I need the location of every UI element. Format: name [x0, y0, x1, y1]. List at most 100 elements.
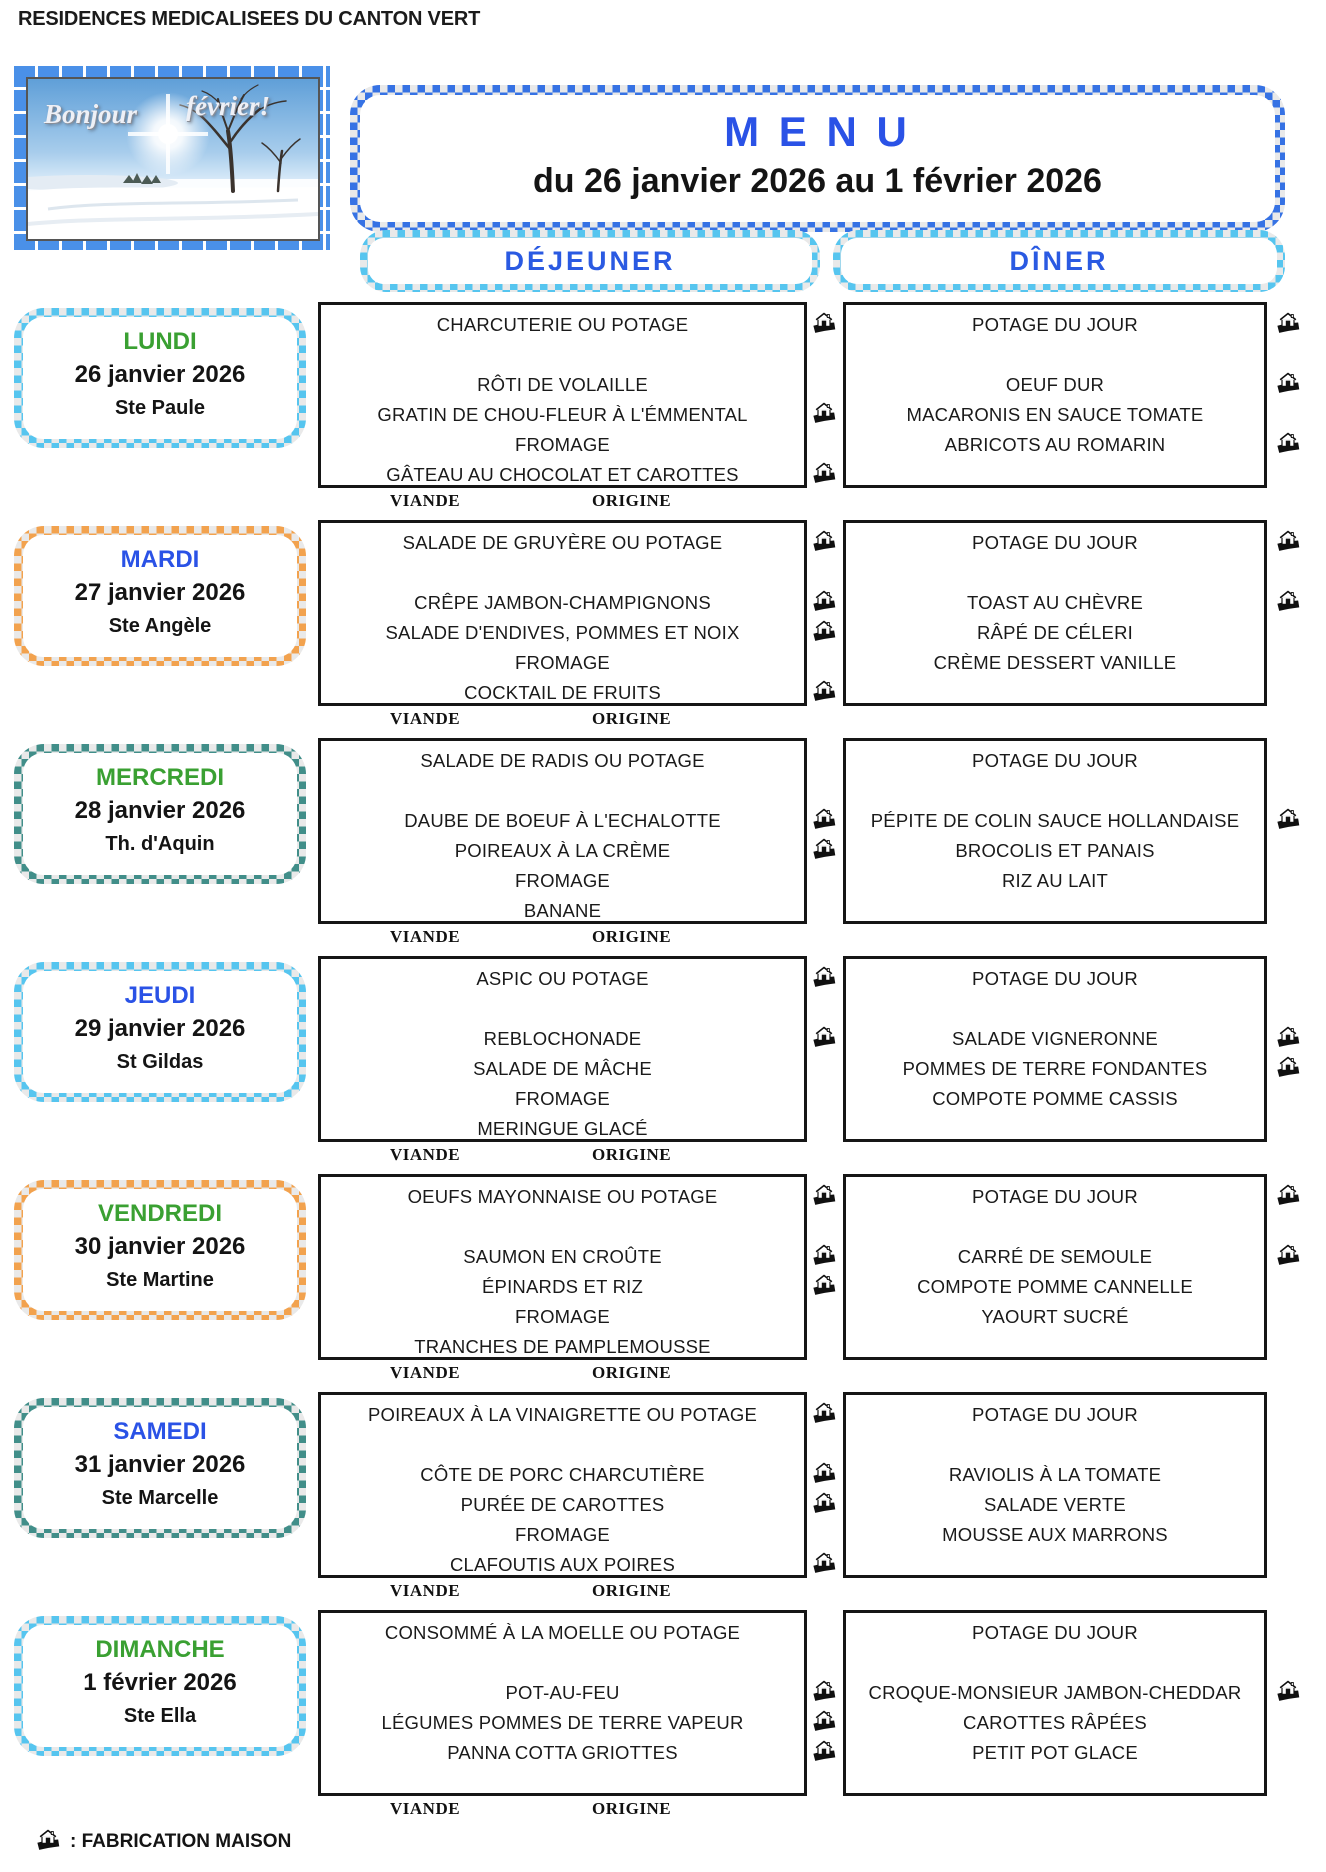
menu-item: TOAST AU CHÈVRE	[966, 592, 1144, 613]
menu-item: FROMAGE	[515, 434, 610, 455]
day-name: VENDREDI	[97, 1200, 223, 1227]
menu-item: POMMES DE TERRE FONDANTES	[902, 1058, 1208, 1079]
house-icon-glyph	[1277, 1056, 1300, 1077]
origin-label: ORIGINE	[592, 1581, 672, 1600]
day-saint: Ste Angèle	[108, 615, 212, 637]
greeting-fevrier: février!	[186, 91, 270, 121]
menu-item: PÉPITE DE COLIN SAUCE HOLLANDAISE	[870, 810, 1240, 831]
house-icon-glyph	[813, 1740, 836, 1761]
menu-item: POTAGE DU JOUR	[972, 1622, 1138, 1643]
day-card-dimanche: DIMANCHE 1 février 2026 Ste Ella	[14, 1616, 306, 1756]
house-icon-glyph	[813, 1402, 836, 1423]
lunch-column-header: DÉJEUNER	[360, 230, 820, 292]
day-saint: Ste Paule	[114, 397, 206, 419]
menu-item: SALADE DE RADIS OU POTAGE	[420, 750, 705, 771]
homemade-icon	[812, 1273, 836, 1296]
origin-label: ORIGINE	[592, 927, 672, 946]
day-name: SAMEDI	[113, 1418, 207, 1445]
menu-item: SALADE VIGNERONNE	[952, 1028, 1158, 1049]
menu-item: BANANE	[523, 900, 602, 921]
day-card-vendredi: VENDREDI 30 janvier 2026 Ste Martine	[14, 1180, 306, 1320]
menu-item: DAUBE DE BOEUF À L'ECHALOTTE	[404, 810, 721, 831]
menu-item: RAVIOLIS À LA TOMATE	[948, 1464, 1162, 1485]
menu-item: RÂPÉ DE CÉLERI	[977, 622, 1133, 643]
day-name: MERCREDI	[95, 764, 224, 791]
homemade-icon	[812, 1739, 836, 1762]
menu-item	[846, 776, 1264, 806]
lunch-cell-mercredi: SALADE DE RADIS OU POTAGE DAUBE DE BOEUF …	[318, 738, 807, 924]
menu-item: COMPOTE POMME CASSIS	[932, 1088, 1178, 1109]
homemade-icon	[812, 1025, 836, 1048]
menu-item	[846, 1212, 1264, 1242]
day-date: 31 janvier 2026	[74, 1451, 246, 1478]
menu-item	[846, 1648, 1264, 1678]
menu-item: SALADE DE MÂCHE	[473, 1058, 652, 1079]
menu-title: M E N U	[724, 108, 911, 155]
menu-item: CÔTE DE PORC CHARCUTIÈRE	[420, 1464, 705, 1485]
day-saint: St Gildas	[116, 1051, 204, 1073]
homemade-icon	[812, 965, 836, 988]
house-icon-glyph	[813, 1492, 836, 1513]
origin-label: ORIGINE	[592, 1799, 672, 1818]
menu-item: GRATIN DE CHOU-FLEUR À L'ÉMMENTAL	[377, 404, 748, 425]
homemade-icon	[812, 1243, 836, 1266]
menu-item	[321, 994, 804, 1024]
menu-item: POTAGE DU JOUR	[972, 968, 1138, 989]
homemade-icon	[1276, 1055, 1300, 1078]
meat-label: VIANDE	[390, 1363, 461, 1382]
dinner-cell-jeudi: POTAGE DU JOUR SALADE VIGNERONNE POMMES DE…	[843, 956, 1267, 1142]
day-date: 1 février 2026	[83, 1669, 237, 1696]
house-icon-glyph	[1277, 432, 1300, 453]
homemade-icon	[812, 1709, 836, 1732]
menu-item: POTAGE DU JOUR	[972, 1404, 1138, 1425]
day-saint: Th. d'Aquin	[105, 833, 215, 855]
menu-item	[321, 1212, 804, 1242]
menu-item: ABRICOTS AU ROMARIN	[944, 434, 1166, 455]
day-name: DIMANCHE	[95, 1636, 225, 1663]
menu-item	[321, 1430, 804, 1460]
menu-item: FROMAGE	[515, 1524, 610, 1545]
day-card-jeudi: JEUDI 29 janvier 2026 St Gildas	[14, 962, 306, 1102]
menu-item: FROMAGE	[515, 1088, 610, 1109]
menu-item: POIREAUX À LA CRÈME	[454, 840, 671, 861]
homemade-icon	[812, 679, 836, 702]
day-saint: Ste Ella	[123, 1705, 197, 1727]
menu-item	[321, 1648, 804, 1678]
menu-item: YAOURT SUCRÉ	[981, 1306, 1129, 1327]
homemade-icon	[812, 529, 836, 552]
dinner-column-header: DÎNER	[833, 230, 1285, 292]
menu-item: CRÈME DESSERT VANILLE	[933, 652, 1177, 673]
day-date: 30 janvier 2026	[74, 1233, 246, 1260]
menu-date-range: du 26 janvier 2026 au 1 février 2026	[533, 162, 1102, 200]
menu-item	[321, 340, 804, 370]
homemade-icon	[812, 619, 836, 642]
menu-item: CARRÉ DE SEMOULE	[957, 1246, 1153, 1267]
homemade-icon	[1276, 1679, 1300, 1702]
homemade-icon	[812, 807, 836, 830]
house-icon-glyph	[813, 312, 836, 333]
meat-label: VIANDE	[390, 927, 461, 946]
homemade-icon	[1276, 529, 1300, 552]
day-date: 29 janvier 2026	[74, 1015, 246, 1042]
menu-item	[321, 558, 804, 588]
winter-scene-graphic	[28, 79, 318, 239]
homemade-icon	[1276, 1183, 1300, 1206]
day-date: 27 janvier 2026	[74, 579, 246, 606]
house-icon-glyph	[37, 1829, 60, 1850]
menu-item: FROMAGE	[515, 652, 610, 673]
menu-item: REBLOCHONADE	[483, 1028, 642, 1049]
house-icon-glyph	[813, 1710, 836, 1731]
house-icon-glyph	[1277, 808, 1300, 829]
dinner-column-label: DÎNER	[1009, 245, 1109, 276]
menu-item: CROQUE-MONSIEUR JAMBON-CHEDDAR	[868, 1682, 1242, 1703]
house-icon-glyph	[1277, 1680, 1300, 1701]
menu-item: CHARCUTERIE OU POTAGE	[436, 314, 689, 335]
day-card-mercredi: MERCREDI 28 janvier 2026 Th. d'Aquin	[14, 744, 306, 884]
menu-item: POTAGE DU JOUR	[972, 750, 1138, 771]
meat-label: VIANDE	[390, 491, 461, 510]
menu-header-box: M E N U du 26 janvier 2026 au 1 février …	[350, 85, 1285, 232]
